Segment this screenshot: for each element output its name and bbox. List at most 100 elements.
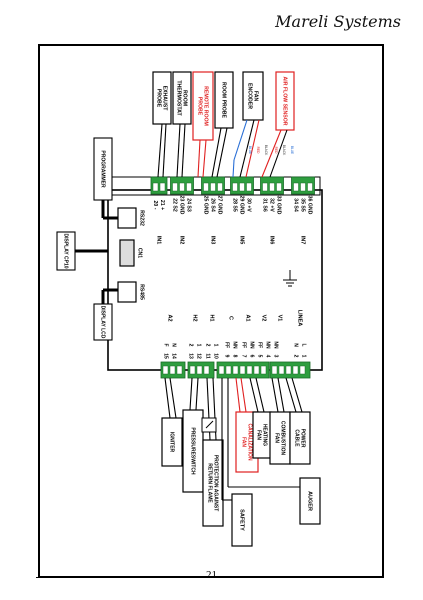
bottom-device-label: PRESSURESWITCH bbox=[190, 427, 196, 475]
lower-pin: 15 bbox=[163, 353, 169, 359]
wire bbox=[240, 377, 247, 413]
auger-box bbox=[299, 477, 321, 525]
pin-label: 26 S4 bbox=[210, 198, 216, 212]
wire bbox=[181, 123, 186, 178]
bottom-device-box bbox=[161, 417, 183, 467]
bottom-device-label: FAN bbox=[274, 433, 280, 443]
lower-signal: N bbox=[293, 343, 299, 347]
terminal-screw bbox=[293, 182, 299, 192]
lower-signal: NN bbox=[249, 341, 255, 349]
pin-label: 32 +V bbox=[269, 198, 275, 212]
bottom-device-label: POWER bbox=[300, 429, 306, 448]
auger-label: AUGER bbox=[307, 491, 313, 511]
wire-color-tag: BLACK bbox=[282, 145, 286, 156]
wire bbox=[285, 377, 297, 413]
bottom-device-label: CABLE bbox=[294, 429, 300, 447]
connector-name: IN2 bbox=[179, 236, 185, 245]
lower-signal: 2 bbox=[188, 344, 194, 347]
device-label-line: AIR FLOW SENSOR bbox=[282, 77, 288, 126]
wire-color-tag: RED bbox=[256, 147, 260, 154]
bottom-device-box bbox=[202, 439, 224, 527]
footer-rule-right bbox=[232, 577, 384, 578]
lower-signal: FF bbox=[241, 342, 247, 348]
terminal-screw bbox=[276, 182, 282, 192]
lower-pin: 12 bbox=[196, 353, 202, 359]
terminal-screw bbox=[217, 182, 223, 192]
lower-pin: 2 bbox=[293, 355, 299, 358]
device-label-line: THERMOSTAT bbox=[176, 80, 182, 116]
brand-title: Mareli Systems bbox=[275, 12, 401, 31]
pin-label: 31 S6 bbox=[262, 198, 268, 212]
lower-terminal-block bbox=[216, 361, 270, 379]
wire bbox=[269, 129, 288, 178]
wire bbox=[169, 377, 177, 419]
wire bbox=[197, 139, 201, 178]
ground-icon bbox=[283, 270, 297, 287]
terminal-screw bbox=[186, 182, 192, 192]
lower-connector-name: LINEA bbox=[297, 310, 303, 327]
lower-signal: NN bbox=[265, 341, 271, 349]
terminal-screw bbox=[172, 182, 178, 192]
device-label-line: ENCODER bbox=[247, 83, 253, 109]
wire bbox=[291, 377, 303, 413]
device-box-2 bbox=[172, 71, 192, 125]
terminal-screw bbox=[152, 182, 159, 192]
port-label: CN1 bbox=[137, 248, 143, 258]
wire bbox=[232, 159, 235, 178]
connector-name: IN5 bbox=[239, 236, 245, 245]
safety-label: SAFETY bbox=[239, 509, 245, 531]
pin-label: 23 GND bbox=[179, 196, 185, 215]
bottom-device-label: FAN bbox=[241, 437, 247, 447]
pin-label: 35 S5 bbox=[300, 198, 306, 212]
wire bbox=[271, 377, 279, 413]
left-device-label: DISPLAY LCD bbox=[100, 306, 106, 339]
wire-color-tag: RED bbox=[274, 147, 278, 154]
wire-color-tag: BLACK bbox=[264, 145, 268, 156]
pin-label: 20 - bbox=[152, 201, 158, 210]
port-connector bbox=[119, 239, 135, 267]
port-connector bbox=[117, 207, 137, 229]
diagram-frame bbox=[38, 44, 384, 578]
terminal-screw bbox=[203, 182, 209, 192]
lower-connector-name: H1 bbox=[209, 314, 215, 321]
lower-connector-name: A1 bbox=[245, 314, 251, 321]
left-device-label: PROGRAMMER bbox=[100, 150, 106, 188]
bottom-device-box bbox=[289, 411, 311, 465]
device-label-line: EXHAUST bbox=[162, 86, 168, 112]
connector-name: IN1 bbox=[156, 236, 162, 245]
terminal-screw bbox=[246, 182, 252, 192]
lower-connector-name: V2 bbox=[261, 315, 267, 322]
connector-name: IN7 bbox=[300, 236, 306, 245]
lower-pin: 8 bbox=[232, 355, 238, 358]
wire bbox=[162, 123, 167, 178]
lower-pin: 1 bbox=[301, 355, 307, 358]
switch-icon bbox=[201, 417, 217, 433]
lower-pin: 5 bbox=[257, 355, 263, 358]
wire bbox=[189, 377, 193, 411]
lower-signal: FF bbox=[257, 342, 263, 348]
device-label-line: ROOM PROBE bbox=[221, 82, 227, 119]
pin-label: 24 S3 bbox=[186, 198, 192, 212]
lower-pin: 10 bbox=[213, 353, 219, 359]
pin-label: 27 GND bbox=[217, 196, 223, 215]
terminal-screw bbox=[179, 182, 185, 192]
wire bbox=[176, 123, 181, 178]
lower-signal: 1 bbox=[213, 344, 219, 347]
lower-terminal-block bbox=[187, 361, 215, 379]
wire bbox=[157, 123, 163, 178]
lower-pin: 11 bbox=[205, 353, 211, 359]
wire bbox=[255, 377, 265, 413]
bottom-device-label: COMBUSTION bbox=[280, 421, 286, 456]
wire bbox=[233, 119, 248, 161]
terminal-screw bbox=[300, 182, 306, 192]
pin-label: 34 S4 bbox=[293, 198, 299, 212]
terminal-screw bbox=[232, 182, 238, 192]
pin-label: 21 + bbox=[159, 200, 165, 210]
wire-color-tag: BLUE bbox=[248, 146, 252, 154]
terminal-screw bbox=[239, 182, 245, 192]
wire bbox=[202, 139, 207, 178]
wire bbox=[195, 377, 199, 411]
